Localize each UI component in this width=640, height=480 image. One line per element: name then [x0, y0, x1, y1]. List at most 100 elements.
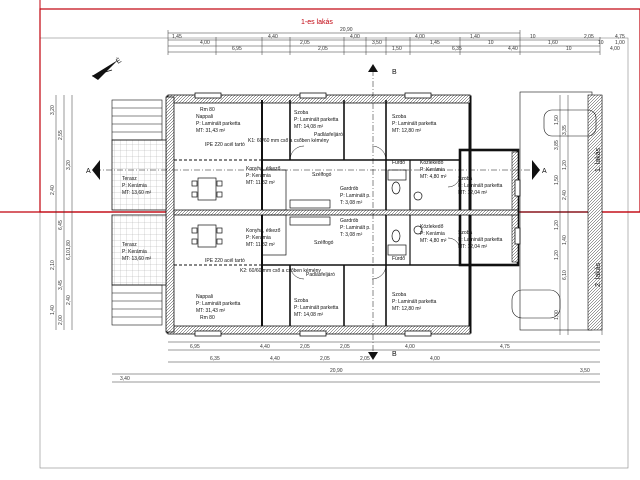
dimension-top-label: 2,05 [300, 40, 310, 46]
room-name: Szoba [458, 230, 472, 236]
dimension-top-label: 6,35 [452, 46, 462, 52]
dimension-top-label: 10 [566, 46, 572, 52]
room-area: MT: 31,43 m² [196, 128, 226, 134]
dimension-bottom-label: 4,40 [270, 356, 280, 362]
dimension-left-label: 1,40 [50, 305, 56, 315]
room-name: Közlekedő [420, 224, 444, 230]
room-name: Szoba [458, 176, 472, 182]
dimension-bottom-label: 3,40 [120, 376, 130, 382]
room-name: Szoba [294, 110, 308, 116]
plot-boundary [39, 37, 629, 469]
section-markers: A A B B [86, 64, 547, 360]
dimension-top-label: 6,95 [232, 46, 242, 52]
dimension-left-label: 2,00 [58, 315, 64, 325]
dimension-bottom-label: 4,75 [500, 344, 510, 350]
note: Rm 80 [200, 107, 215, 113]
terraces [111, 99, 167, 326]
note: K2: 60/60 mm cső a csőben kémény [240, 268, 321, 274]
room-floor: P: Kerámia [246, 173, 271, 179]
note: Szélfogó [312, 172, 332, 178]
room-floor: P: Laminált parketta [196, 121, 241, 127]
dimension-right-label: 3,35 [562, 125, 568, 135]
note: IPE 220 acél tartó [205, 142, 245, 148]
parking-area [511, 91, 603, 331]
dimension-bottom-label: 2,05 [340, 344, 350, 350]
total-width-top: 20,90 [340, 27, 353, 33]
dimension-bottom-label: 20,90 [330, 368, 343, 374]
room-name: Konyha, étkező [246, 228, 281, 234]
room-area: MT: 11,82 m² [246, 242, 275, 248]
apartment-title: 1-es lakás [301, 19, 333, 26]
parking-label-1: 1. lakás [595, 147, 602, 172]
dimension-top-label: 3,50 [372, 40, 382, 46]
dimension-top-label: 4,40 [508, 46, 518, 52]
room-name: Szoba [294, 298, 308, 304]
room-floor: P: Kerámia [420, 231, 445, 237]
room-name: Terasz [122, 176, 137, 182]
room-floor: P: Laminált parketta [294, 305, 339, 311]
room-name: Gardrób [340, 218, 359, 224]
dimension-left-label: 2,10 [50, 260, 56, 270]
note: Szélfogó [314, 240, 334, 246]
note: Rm 80 [200, 315, 215, 321]
dimension-top-label: 4,40 [268, 34, 278, 40]
svg-text:B: B [392, 351, 397, 358]
dimension-labels-top: 1,454,006,954,402,052,054,003,501,504,00… [172, 34, 625, 52]
dimension-top-label: 10 [598, 40, 604, 46]
room-area: MT: 11,82 m² [246, 180, 275, 186]
room-name: Nappali [196, 294, 213, 300]
room-floor: P: Kerámia [122, 183, 147, 189]
dimension-right-label: 1,50 [554, 115, 560, 125]
dimension-right-label: 1,50 [554, 175, 560, 185]
room-floor: P: Laminált p. [340, 225, 371, 231]
dimension-left-label: 3,20 [66, 160, 72, 170]
door-swings [289, 145, 461, 280]
room-name: Közlekedő [420, 160, 444, 166]
note: IPE 220 acél tartó [205, 258, 245, 264]
room-area: MT: 12,04 m² [458, 244, 488, 250]
dimension-labels-left: 3,202,553,202,406,451,802,103,452,401,40… [50, 105, 72, 325]
svg-text:A: A [86, 168, 91, 175]
dimension-top-label: 4,00 [610, 46, 620, 52]
svg-text:A: A [542, 168, 547, 175]
svg-text:É: É [114, 55, 123, 65]
note: Fürdő [392, 160, 405, 166]
dimensions-left [55, 95, 73, 330]
room-area: MT: 4,80 m² [420, 238, 447, 244]
dimension-right-label: 1,20 [554, 220, 560, 230]
dimension-bottom-label: 4,00 [430, 356, 440, 362]
dimension-left-label: 2,40 [66, 295, 72, 305]
dimension-left-label: 6,10 [66, 250, 72, 260]
note: Padlásfeljáró [306, 272, 335, 278]
room-area: MT: 4,80 m² [420, 174, 447, 180]
room-area: MT: 12,04 m² [458, 190, 488, 196]
room-floor: P: Laminált p. [340, 193, 371, 199]
dimension-left-label: 1,80 [66, 240, 72, 250]
room-name: Nappali [196, 114, 213, 120]
dimension-ticks-top [167, 30, 601, 55]
dining-table-top [191, 177, 223, 201]
dimension-top-label: 4,00 [415, 34, 425, 40]
dimension-right-label: 3,85 [554, 140, 560, 150]
room-name: Gardrób [340, 186, 359, 192]
dimension-left-label: 2,55 [58, 130, 64, 140]
dimension-right-label: 2,40 [562, 190, 568, 200]
dimension-right-label: 1,20 [562, 160, 568, 170]
dimension-top-label: 1,50 [392, 46, 402, 52]
dimension-top-label: 4,75 [615, 34, 625, 40]
dimension-top-label: 1,45 [172, 34, 182, 40]
room-floor: P: Kerámia [246, 235, 271, 241]
dimension-left-label: 3,45 [58, 280, 64, 290]
room-area: MT: 12,80 m² [392, 306, 422, 312]
room-floor: P: Kerámia [420, 167, 445, 173]
room-floor: P: Laminált parketta [458, 183, 503, 189]
dimension-bottom-label: 2,05 [320, 356, 330, 362]
dimensions-bottom [112, 341, 600, 383]
room-area: T: 3,08 m² [340, 200, 363, 206]
svg-text:B: B [392, 69, 397, 76]
room-name: Terasz [122, 242, 137, 248]
room-name: Szoba [392, 292, 406, 298]
dimension-top-label: 1,00 [615, 40, 625, 46]
